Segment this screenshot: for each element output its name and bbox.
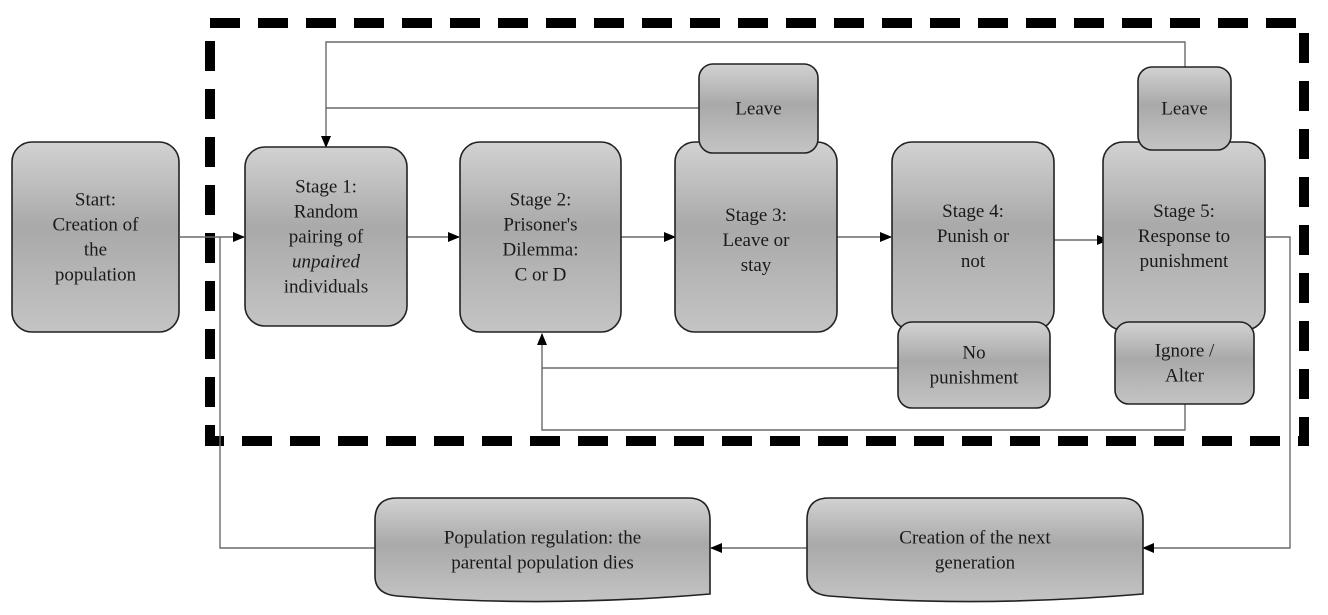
node-start: Start: Creation of the population [11, 141, 180, 333]
node-label-line: Stage 5: [1153, 201, 1215, 222]
node-label-line: the [84, 240, 107, 261]
node-label-line: Start: [75, 190, 116, 211]
loop-frame [205, 18, 1309, 446]
node-label-line: Stage 3: [725, 205, 787, 226]
node-label-line: Creation of the next [899, 528, 1051, 549]
node-no-punishment: No punishment [897, 321, 1051, 409]
node-label-line: Leave [1161, 99, 1207, 120]
node-box [11, 141, 180, 333]
node-box [1114, 321, 1255, 405]
node-label-line: Prisoner's [503, 215, 577, 236]
node-label-line: Leave [735, 99, 781, 120]
node-stage3: Stage 3: Leave or stay [674, 141, 838, 333]
node-box [897, 321, 1051, 409]
node-leave-a: Leave [698, 63, 819, 154]
node-population-regulation: Population regulation: the parental popul… [374, 497, 711, 603]
node-label-line: generation [935, 553, 1016, 574]
node-label-line: pairing of [289, 227, 364, 248]
node-box [374, 497, 711, 603]
node-label-line: parental population dies [451, 553, 634, 574]
node-label-line: C or D [515, 265, 567, 286]
node-label-line: Creation of [52, 215, 139, 236]
edge-ignore-stage2 [541, 368, 1186, 431]
node-label-line: unpaired [292, 252, 360, 273]
node-label-line: punishment [1140, 251, 1229, 272]
node-stage1: Stage 1: Random pairing of unpaired individu… [244, 146, 408, 327]
node-label-line: Dilemma: [503, 240, 579, 261]
node-label-line: Response to [1138, 226, 1230, 247]
edges [180, 41, 1291, 553]
node-label-line: Stage 4: [942, 201, 1004, 222]
edge-leave-a-stage1 [321, 107, 699, 148]
edge-regulation-loop [219, 237, 375, 549]
node-label-line: individuals [284, 277, 368, 298]
node-label-line: Ignore / [1155, 341, 1215, 362]
node-label-line: Stage 1: [295, 177, 357, 198]
node-stage5: Stage 5: Response to punishment [1102, 141, 1266, 331]
node-label-line: not [961, 251, 986, 272]
node-box [1137, 66, 1232, 151]
node-box [244, 146, 408, 327]
edge-nopunish-stage2 [537, 333, 898, 369]
node-label-line: Punish or [937, 226, 1010, 247]
node-label-line: Random [294, 202, 359, 223]
edge-leave-b-stage1 [325, 41, 1186, 108]
node-box [459, 141, 622, 333]
node-stage4: Stage 4: Punish or not [891, 141, 1055, 331]
node-ignore-alter: Ignore / Alter [1114, 321, 1255, 405]
node-box [698, 63, 819, 154]
node-label-line: population [55, 265, 137, 286]
edge-stage5-nextgen [1142, 236, 1291, 553]
node-label-line: Stage 2: [510, 190, 572, 211]
node-label-line: Population regulation: the [444, 528, 641, 549]
node-label-line: Alter [1165, 366, 1205, 387]
node-label-line: No [962, 343, 985, 364]
node-next-generation: Creation of the next generation [806, 497, 1144, 603]
node-label-line: punishment [930, 368, 1019, 389]
node-leave-b: Leave [1137, 66, 1232, 151]
node-box [806, 497, 1144, 603]
node-label-line: Leave or [723, 230, 791, 251]
node-label-line: stay [741, 255, 772, 276]
